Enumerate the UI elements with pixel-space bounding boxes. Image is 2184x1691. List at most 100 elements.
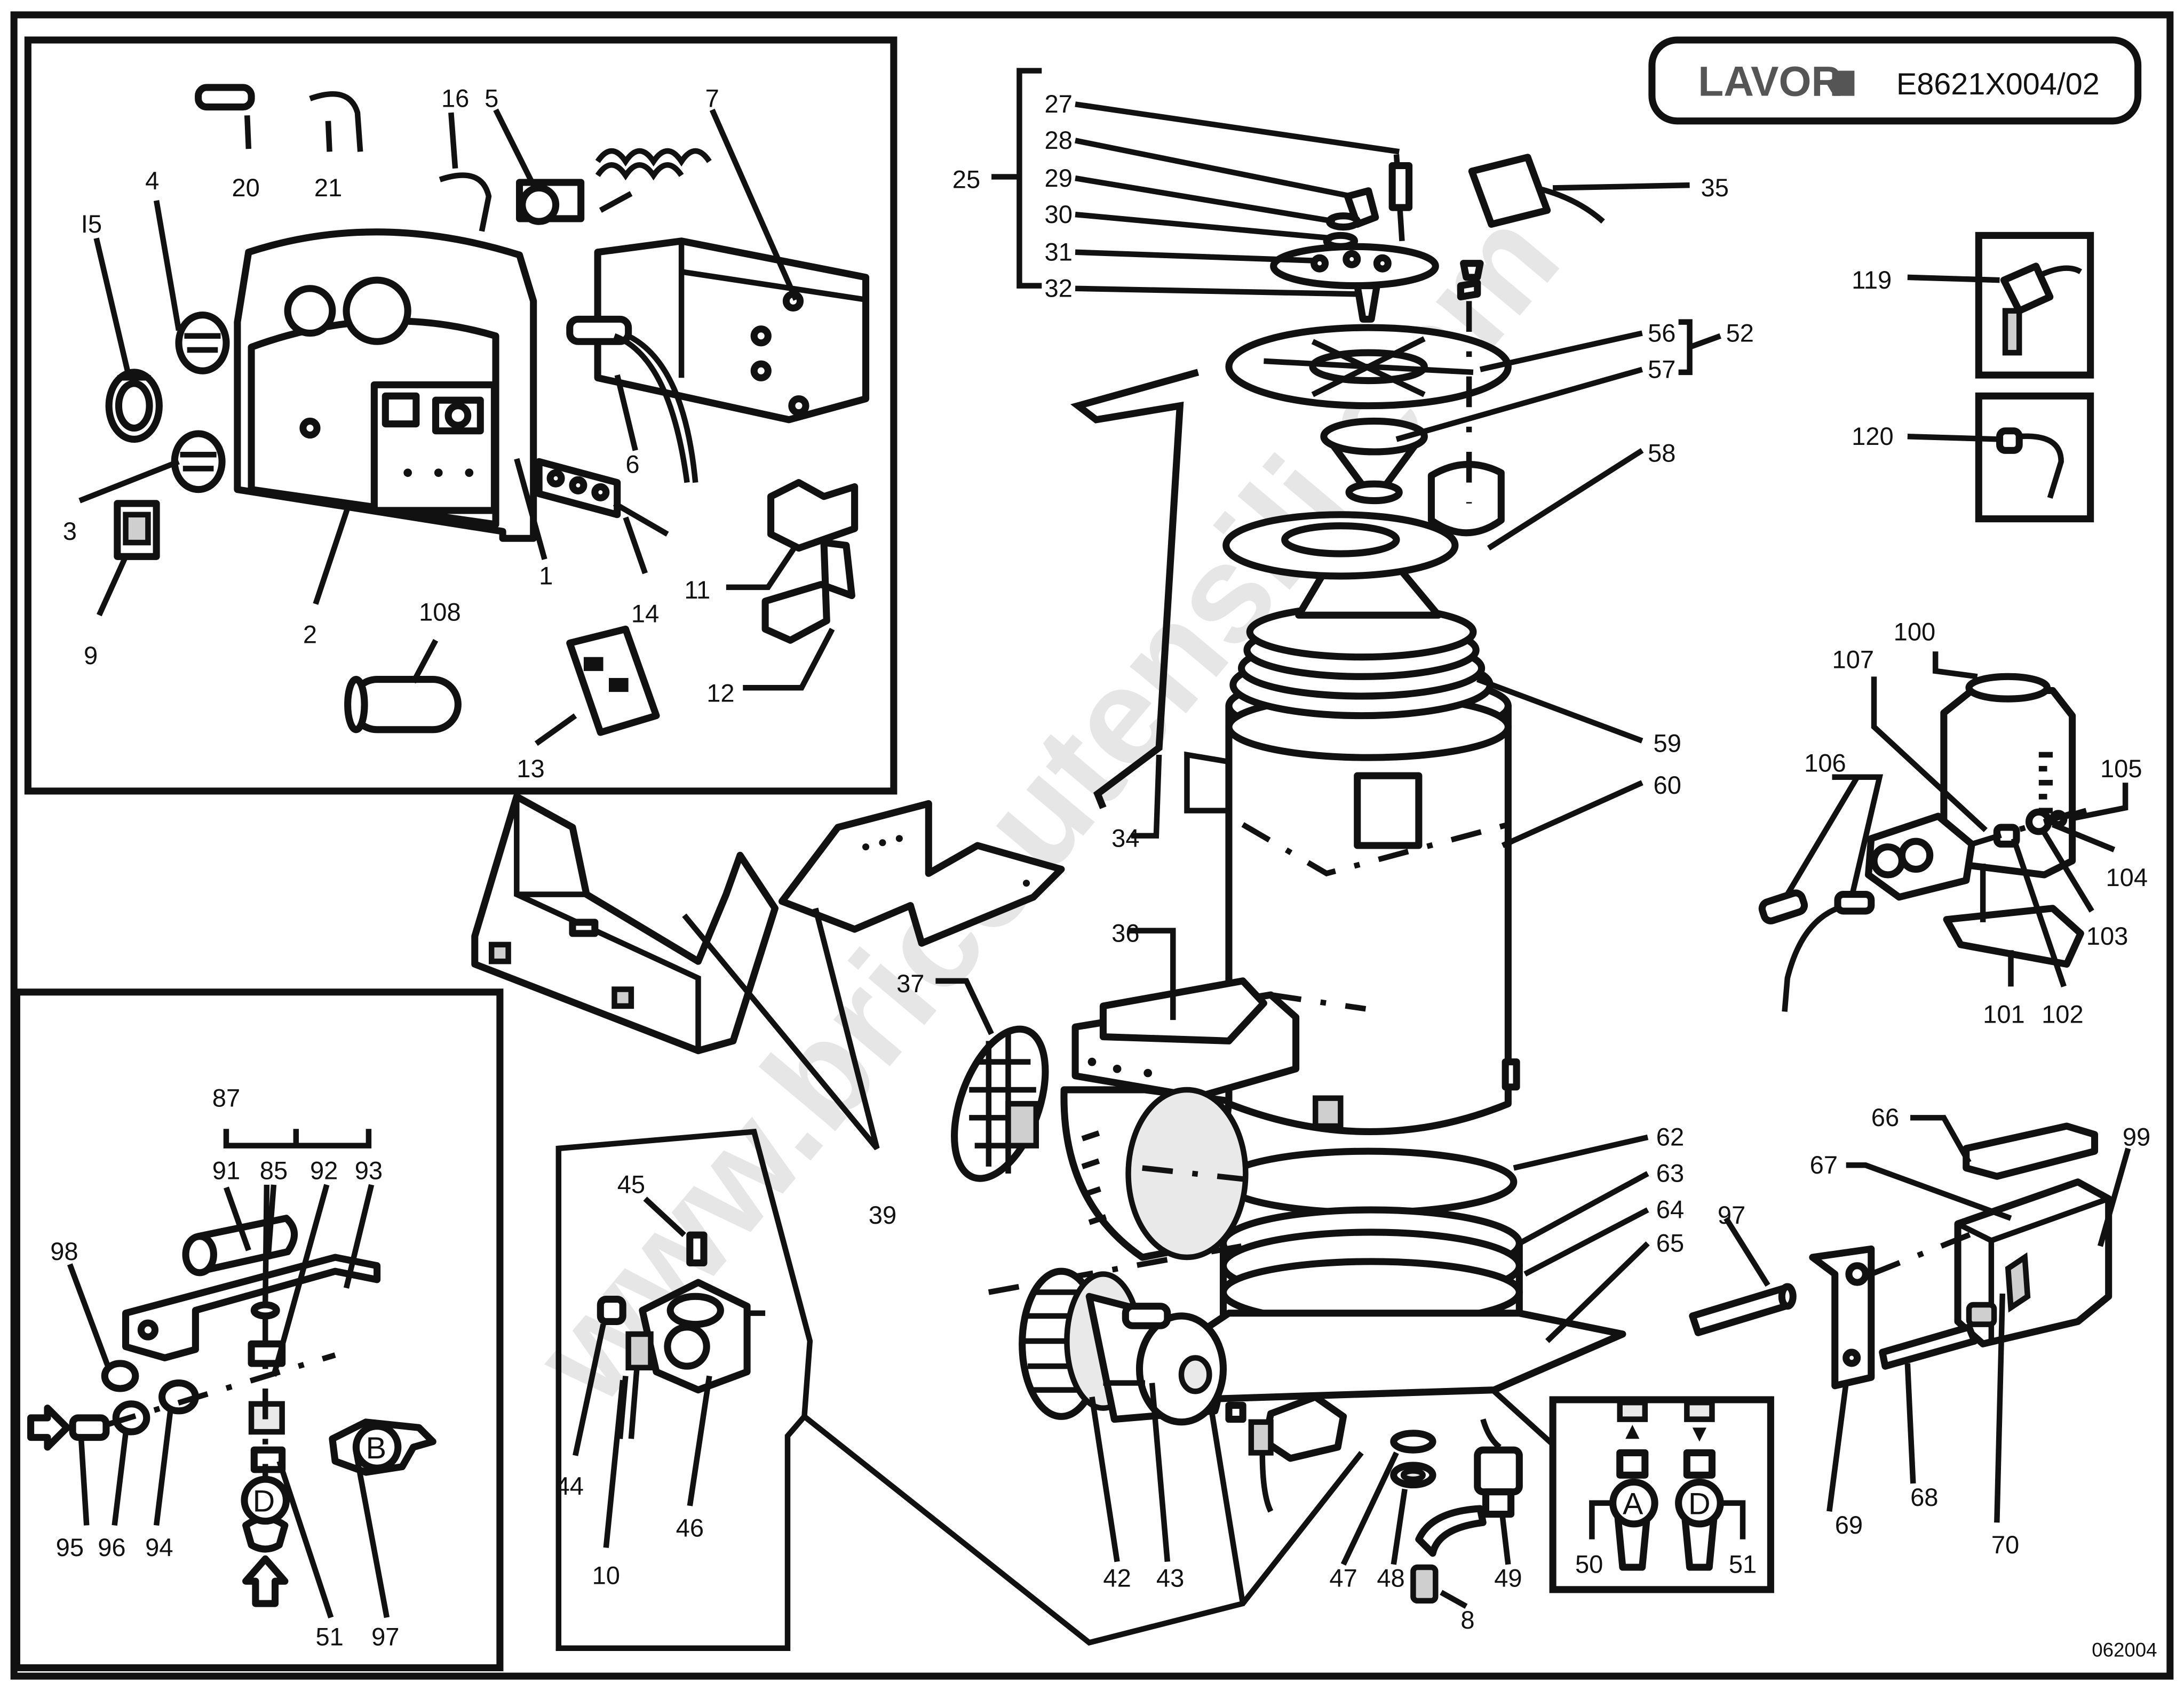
callout-49: 49 [1494,1564,1522,1592]
thermostat-icon [515,148,712,225]
callout-16: 16 [441,84,469,113]
callout-2: 2 [303,620,317,649]
connector-badge-b [352,1423,402,1472]
knob-icon [171,430,226,493]
seal-ring-icon [1390,1430,1436,1489]
outer-frame [10,11,2174,1680]
callout-59: 59 [1654,729,1681,757]
callout-7: 7 [705,84,719,113]
connector-inset: A D [1492,1389,1774,1593]
callout-4: 4 [145,166,159,195]
tray-39 [471,793,779,1055]
callout-36: 36 [1111,919,1139,947]
terminal-strip-icon [535,458,669,537]
callout-106: 106 [1804,748,1846,777]
fan-grid-icon [951,1025,1049,1182]
callout-64: 64 [1656,1195,1684,1224]
connector-badge-b-label: B [366,1431,386,1465]
callout-63: 63 [1656,1159,1684,1187]
callout-14: 14 [631,599,659,627]
callout-94: 94 [145,1533,173,1561]
callout-57: 57 [1648,355,1675,383]
callout-60: 60 [1654,771,1681,799]
hose-icon [439,172,492,232]
callout-58: 58 [1648,438,1675,467]
water-tank-icon [1689,1122,2112,1390]
callout-28: 28 [1045,126,1073,154]
callout-9: 9 [84,641,98,669]
rocker-switch-icon [114,500,160,560]
pressure-gauge-icon [105,369,163,443]
detergent-tank-icon [1758,673,2087,1012]
ignition-transformer-icon [1468,154,1605,228]
motor-icon [1085,1293,1227,1426]
callout-37: 37 [896,969,924,998]
callout-46: 46 [676,1513,704,1542]
callout-15: I5 [81,210,102,238]
fuel-pump-inset [555,1128,1364,1652]
capacitor-icon [344,676,462,733]
callout-100: 100 [1894,617,1936,645]
callout-27: 27 [1045,90,1073,118]
callout-85: 85 [260,1156,288,1184]
callout-87: 87 [212,1083,240,1112]
callout-25: 25 [952,165,980,193]
hose-120-box [1975,392,2094,523]
circuit-board-icon [566,625,660,736]
rod-34 [1070,369,1200,809]
connector-badge-d-label: D [1688,1487,1711,1521]
callout-45: 45 [617,1170,645,1199]
callout-3: 3 [63,517,77,545]
callout-21: 21 [314,173,342,202]
callout-47: 47 [1329,1564,1357,1592]
panel-housing-icon [234,228,537,542]
callout-32: 32 [1045,274,1073,302]
bracket-39 [778,800,1065,947]
callout-120: 120 [1852,422,1894,450]
callout-119: 119 [1852,266,1892,294]
callout-51: 51 [1729,1550,1757,1578]
callout-95: 95 [56,1533,84,1561]
footer-code: 062004 [2092,1639,2157,1661]
header-box: LAVOR E8621X004/02 [1648,36,2142,125]
callout-5: 5 [485,84,498,113]
hose-fitting-icon [566,315,698,483]
callout-42: 42 [1103,1564,1131,1592]
callout-35: 35 [1701,173,1729,202]
callout-11: 11 [684,576,710,604]
callout-91: 91 [212,1156,240,1184]
callout-8: 8 [1460,1606,1474,1634]
callout-50: 50 [1575,1550,1603,1578]
pressure-switch-box-icon [594,237,870,424]
boiler-assembly [988,154,1626,1403]
callout-51: 51 [315,1623,343,1651]
pump-fittings-inset: D B 87 91 85 92 93 98 95 96 94 51 97 [13,988,504,1671]
callout-103: 103 [2086,922,2129,950]
fuel-filter-icon [1410,1418,1523,1604]
callout-52: 52 [1726,318,1754,347]
callout-68: 68 [1910,1483,1938,1511]
callout-62: 62 [1656,1123,1684,1151]
callout-99: 99 [2123,1123,2150,1151]
drawing-code: E8621X004/02 [1896,67,2100,101]
callout-69: 69 [1835,1511,1863,1539]
callout-34: 34 [1111,824,1139,852]
connector-badge-d-label: D [253,1484,275,1518]
callout-98: 98 [50,1237,78,1265]
callout-66: 66 [1871,1103,1899,1131]
callout-97: 97 [1718,1201,1745,1229]
fuel-pump-small-icon [1225,1393,1347,1513]
connector-badge-a-label: A [1623,1487,1643,1521]
connector-119-box [1975,232,2094,379]
callout-12: 12 [706,679,734,707]
bracket-icon [767,479,859,552]
callout-20: 20 [232,173,259,202]
callout-10: 10 [592,1561,620,1589]
callout-29: 29 [1045,164,1073,192]
callout-1: 1 [539,562,553,590]
callout-31: 31 [1045,237,1073,266]
callout-13: 13 [517,754,544,783]
brand-logo: LAVOR [1698,58,1841,105]
callout-92: 92 [310,1156,338,1184]
